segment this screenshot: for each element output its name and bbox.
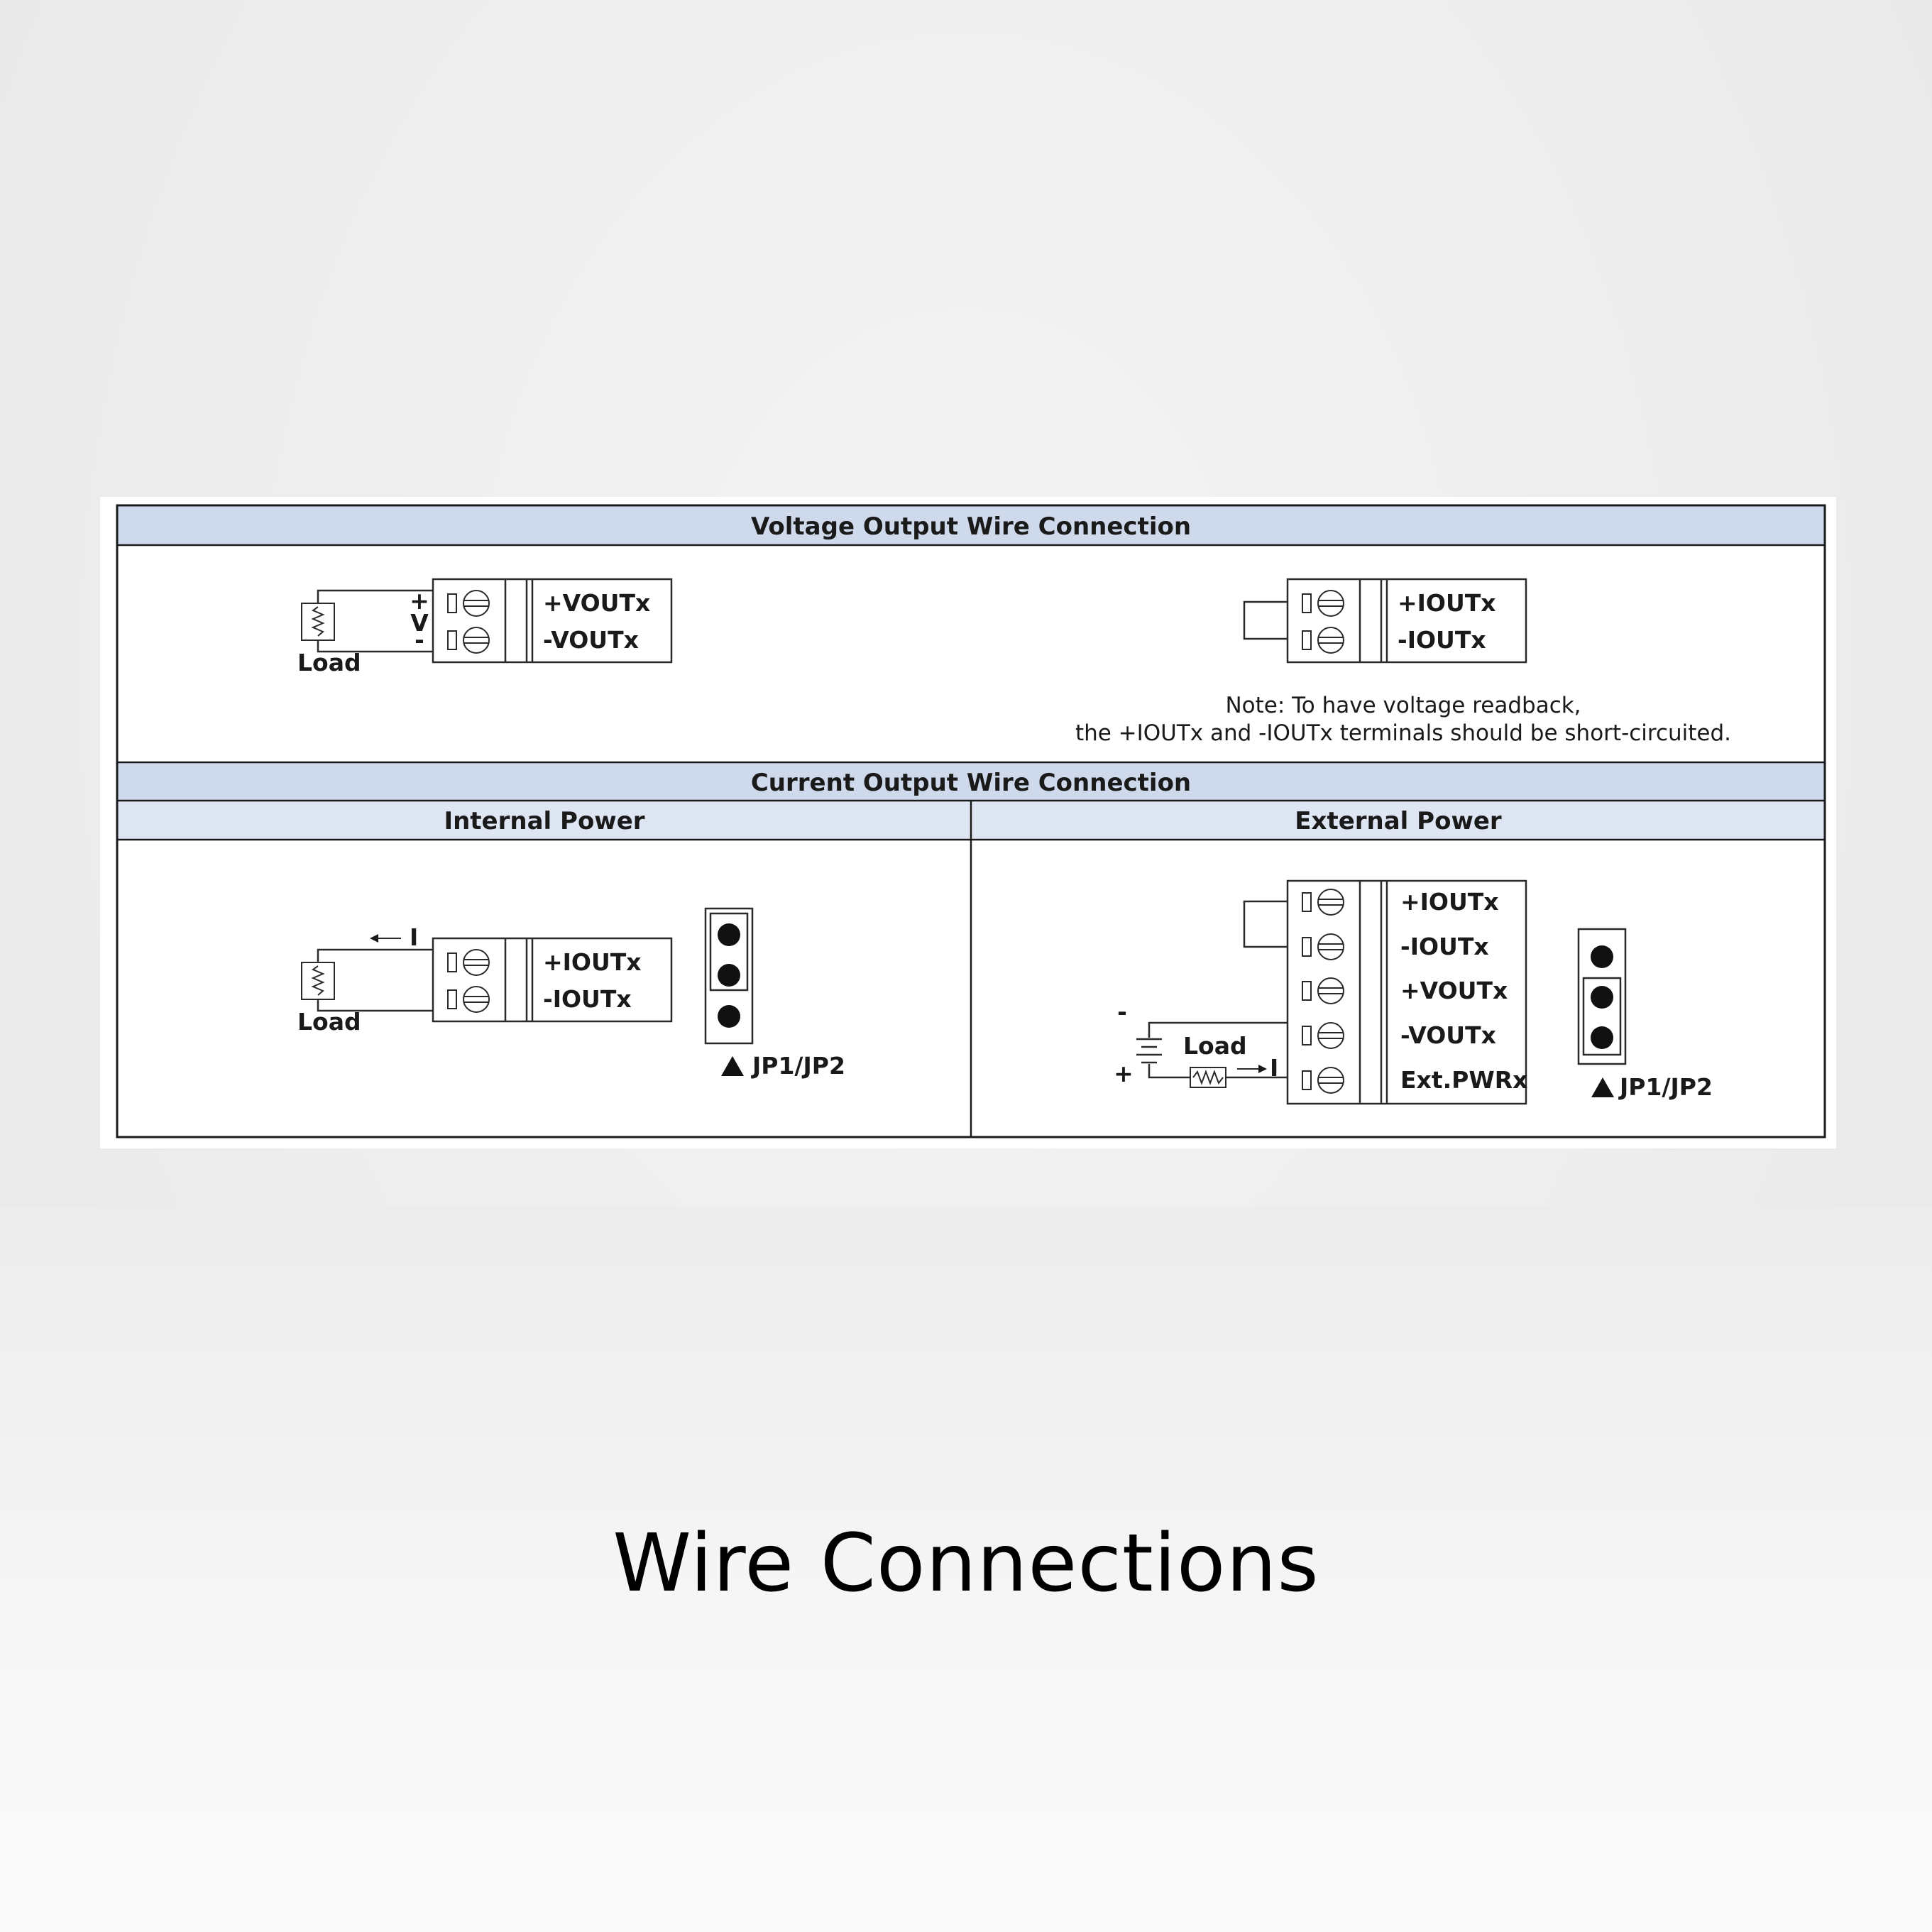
background-floor (0, 1207, 1932, 1932)
internal-header-bar (117, 801, 971, 840)
screw-icon (463, 590, 490, 617)
terminal-label: +IOUTx (1400, 888, 1499, 916)
current-symbol: I (410, 923, 418, 951)
voltage-readback-wiring: +IOUTx -IOUTx Note: To have voltage read… (1075, 578, 1731, 746)
terminal-label: -VOUTx (1400, 1021, 1496, 1049)
jumper-label: JP1/JP2 (1618, 1073, 1713, 1101)
page-caption: Wire Connections (613, 1517, 1319, 1610)
screw-icon (1317, 627, 1344, 654)
terminal-label: +VOUTx (1400, 977, 1508, 1004)
current-header-bar (117, 762, 1825, 801)
load-label: Load (1183, 1032, 1247, 1060)
terminal-label: -IOUTx (1400, 933, 1489, 960)
current-symbol: I (1270, 1054, 1278, 1082)
resistor-icon (311, 606, 325, 637)
voltage-header-bar (117, 505, 1825, 545)
external-power-wiring: +IOUTx -IOUTx +VOUTx -VOUTx Ext.PWRx - +… (1114, 879, 1713, 1105)
wire-slot-icon (1302, 593, 1312, 613)
voltage-symbol: V (410, 609, 429, 637)
screw-icon (1317, 889, 1344, 916)
wire-slot-icon (447, 593, 457, 613)
screw-icon (463, 986, 490, 1013)
terminal-block-external: +IOUTx -IOUTx +VOUTx -VOUTx Ext.PWRx (1286, 879, 1527, 1105)
jumper-pin (718, 923, 740, 946)
jumper-cap (1582, 977, 1622, 1056)
load-label: Load (297, 1008, 361, 1036)
load-label: Load (297, 649, 361, 676)
load-resistor (1190, 1067, 1226, 1088)
jumper-pin (1591, 1026, 1613, 1049)
terminal-label: +VOUTx (543, 589, 650, 617)
plus-sign: + (410, 587, 429, 615)
jumper-external: JP1/JP2 (1577, 928, 1713, 1101)
wire-slot-icon (447, 989, 457, 1009)
internal-power-title: Internal Power (444, 807, 644, 835)
screw-icon (1317, 933, 1344, 960)
battery-icon (1136, 1038, 1162, 1064)
terminal-block-readback: +IOUTx -IOUTx (1286, 578, 1527, 664)
wire-slot-icon (1302, 937, 1312, 957)
short-circuit-wire (1243, 900, 1288, 948)
terminal-label: -IOUTx (543, 985, 632, 1013)
screw-icon (1317, 1022, 1344, 1049)
terminal-label: -VOUTx (543, 626, 639, 654)
screw-icon (463, 627, 490, 654)
terminal-block-internal: +IOUTx -IOUTx (432, 937, 673, 1023)
jumper-pin (718, 964, 740, 987)
short-circuit-wire (1243, 600, 1288, 640)
voltage-section-title: Voltage Output Wire Connection (751, 512, 1191, 541)
terminal-label: -IOUTx (1398, 626, 1486, 654)
screw-icon (1317, 977, 1344, 1004)
jumper-marker-icon (721, 1056, 744, 1076)
wire-slot-icon (447, 630, 457, 650)
jumper-pin (1591, 945, 1613, 968)
wire-slot-icon (1302, 892, 1312, 912)
table-frame (116, 504, 1826, 1138)
jumper-pin (1591, 986, 1613, 1009)
terminal-label: +IOUTx (1398, 589, 1496, 617)
screw-icon (463, 949, 490, 976)
voltage-output-wiring: Load + V - +VOUTx -VOUTx (297, 578, 673, 676)
resistor-icon (1192, 1070, 1224, 1085)
readback-note-line-1: Note: To have voltage readback, (1225, 693, 1581, 718)
terminal-block-voltage: +VOUTx -VOUTx (432, 578, 673, 664)
current-section-title: Current Output Wire Connection (751, 769, 1191, 797)
wire-connection-panel: Voltage Output Wire Connection Current O… (100, 497, 1836, 1148)
wire-connection-diagram: Voltage Output Wire Connection Current O… (116, 504, 1826, 1138)
battery-plus-sign: + (1114, 1060, 1134, 1087)
minus-sign: - (415, 626, 424, 654)
external-header-bar (971, 801, 1825, 840)
readback-note-line-2: the +IOUTx and -IOUTx terminals should b… (1075, 720, 1731, 746)
jumper-marker-icon (1591, 1077, 1614, 1097)
screw-icon (1317, 590, 1344, 617)
jumper-label: JP1/JP2 (751, 1052, 845, 1080)
external-power-title: External Power (1295, 807, 1502, 835)
jumper-cap (709, 912, 749, 992)
battery-minus-sign: - (1117, 998, 1127, 1026)
internal-power-wiring: Load I +IOUTx -IOUTx JP1/ (297, 907, 845, 1080)
wire-slot-icon (1302, 981, 1312, 1001)
terminal-label: Ext.PWRx (1400, 1066, 1527, 1094)
screw-icon (1317, 1067, 1344, 1094)
resistor-icon (311, 965, 325, 996)
wire-slot-icon (1302, 1070, 1312, 1090)
wire-slot-icon (1302, 1026, 1312, 1045)
wire-slot-icon (1302, 630, 1312, 650)
terminal-label: +IOUTx (543, 948, 642, 976)
jumper-pin (718, 1005, 740, 1028)
jumper-internal: JP1/JP2 (704, 907, 845, 1080)
wire-slot-icon (447, 953, 457, 972)
